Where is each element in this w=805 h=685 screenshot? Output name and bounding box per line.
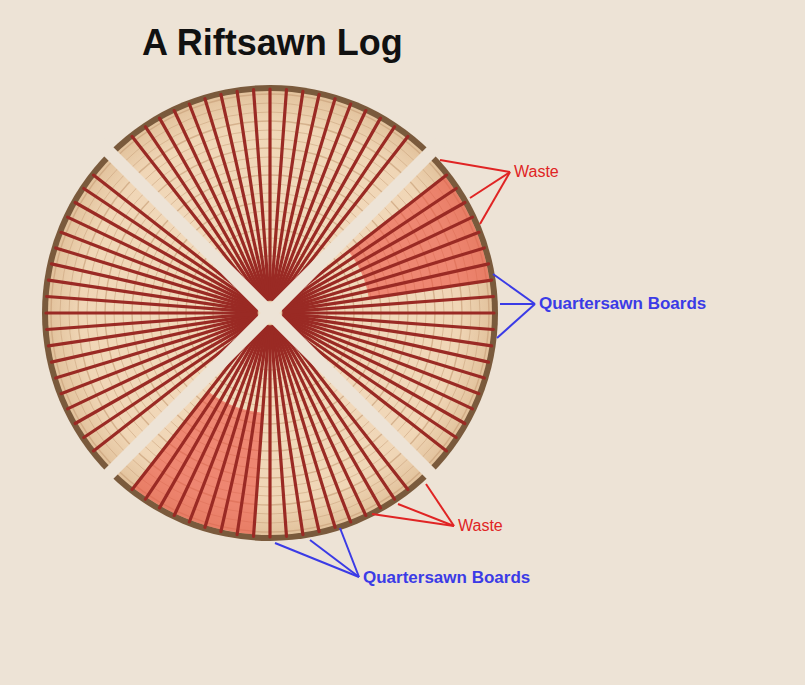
leader-line [500, 303, 535, 305]
leader-line [275, 543, 359, 577]
leader-line [497, 304, 535, 338]
board-cut-line [237, 91, 268, 299]
leader-line [440, 160, 510, 172]
board-cut-line [284, 280, 492, 311]
waste-leaders [372, 160, 510, 526]
leader-line [480, 172, 510, 224]
leader-line [340, 528, 359, 577]
leader-line [493, 274, 535, 304]
saw-cut [100, 143, 440, 483]
board-cut-line [68, 319, 258, 409]
board-cut-line [284, 311, 494, 314]
leader-line [372, 514, 454, 526]
board-leaders [275, 274, 535, 577]
quarter-cuts [100, 143, 440, 483]
board-label: Quartersawn Boards [363, 568, 530, 588]
board-cut-line [268, 327, 271, 537]
diagram-title: A Riftsawn Log [142, 22, 403, 64]
board-cut-line [48, 315, 256, 346]
waste-wedge [147, 396, 221, 506]
board-cut-line [268, 89, 271, 299]
board-cut-line [271, 327, 286, 536]
board-cuts [46, 89, 494, 537]
waste-label: Waste [514, 163, 559, 181]
bark [42, 85, 498, 541]
board-cut-line [254, 90, 269, 299]
board-cut-line [47, 314, 256, 329]
leader-line [470, 172, 510, 198]
board-cut-line [46, 311, 256, 314]
waste-label: Waste [458, 517, 503, 535]
board-cut-line [276, 326, 366, 516]
board-label: Quartersawn Boards [539, 294, 706, 314]
board-cut-line [272, 327, 303, 535]
saw-cut [100, 143, 440, 483]
board-cut-line [283, 217, 473, 307]
board-cut-line [284, 297, 493, 312]
